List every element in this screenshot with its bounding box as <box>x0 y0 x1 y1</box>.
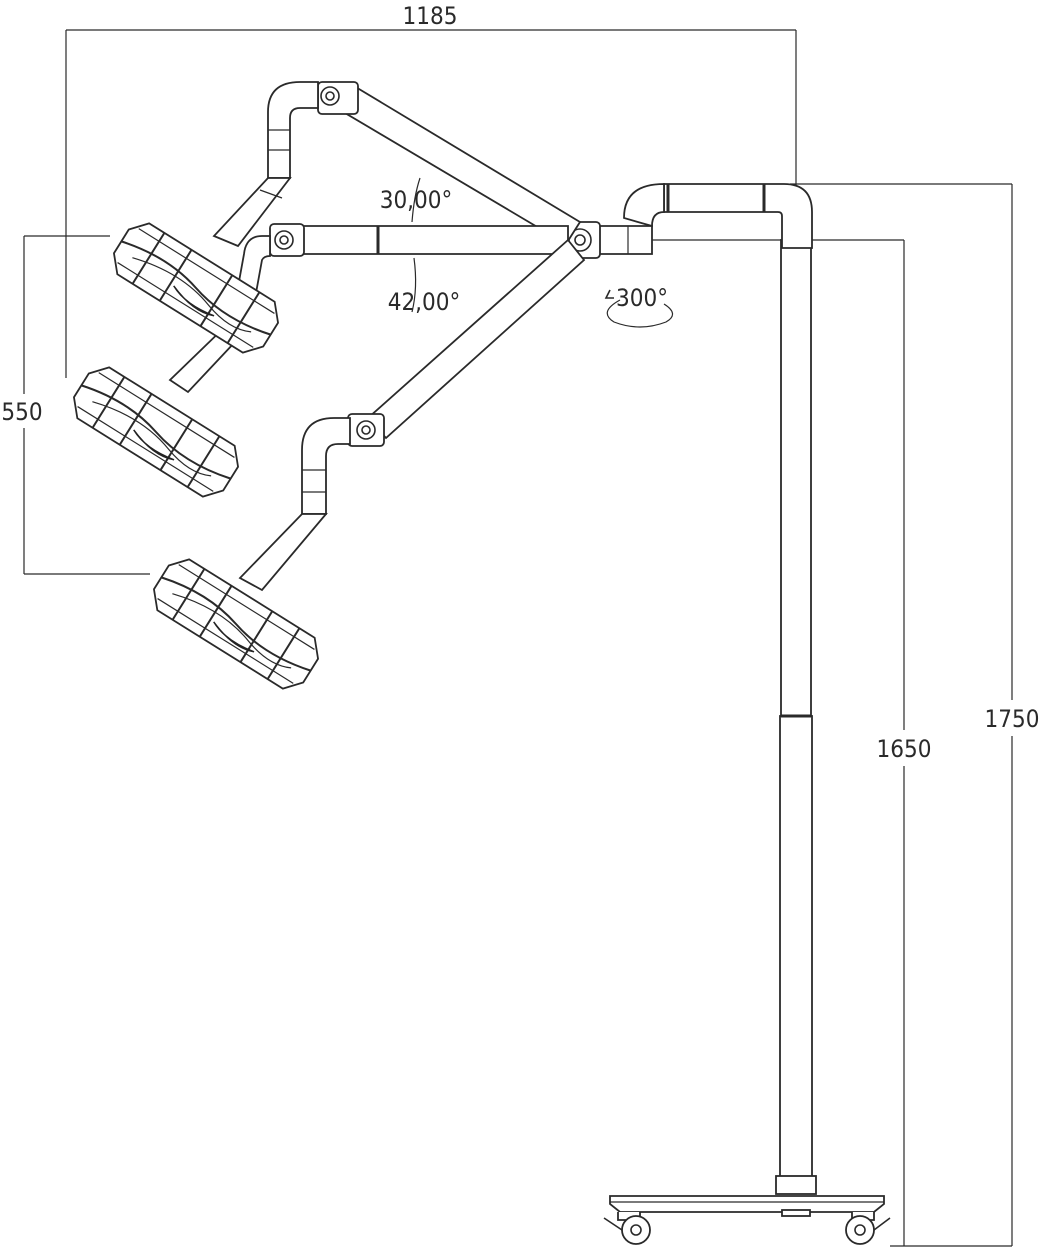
width-dimension-label: 1185 <box>403 2 458 30</box>
caster-left <box>603 1212 651 1245</box>
upper-angle-label: 30,00° <box>380 186 453 214</box>
arm-height-label: 1650 <box>877 735 932 763</box>
head-spread-dimension: 550 <box>0 235 150 575</box>
upper-angle-marker: 30,00° <box>380 177 453 223</box>
lower-angle-label: 42,00° <box>388 288 461 316</box>
lamp-base <box>603 1195 891 1245</box>
total-height-dimension: 1750 <box>790 183 1039 1247</box>
caster-right <box>845 1212 891 1245</box>
width-dimension: 1185 <box>65 2 797 378</box>
lamp-head-middle <box>64 358 248 506</box>
lamp-pole <box>775 239 817 1195</box>
lamp-head-lower <box>144 550 328 698</box>
top-arm <box>595 183 813 255</box>
upper-arm <box>212 81 582 248</box>
rotation-marker: 300° <box>604 284 674 328</box>
lower-angle-marker: 42,00° <box>388 257 461 316</box>
rotation-label: 300° <box>616 284 668 312</box>
total-height-label: 1750 <box>985 705 1039 733</box>
head-spread-label: 550 <box>1 398 42 426</box>
lower-arm <box>238 238 586 592</box>
arm-height-dimension: 1650 <box>600 239 932 1246</box>
